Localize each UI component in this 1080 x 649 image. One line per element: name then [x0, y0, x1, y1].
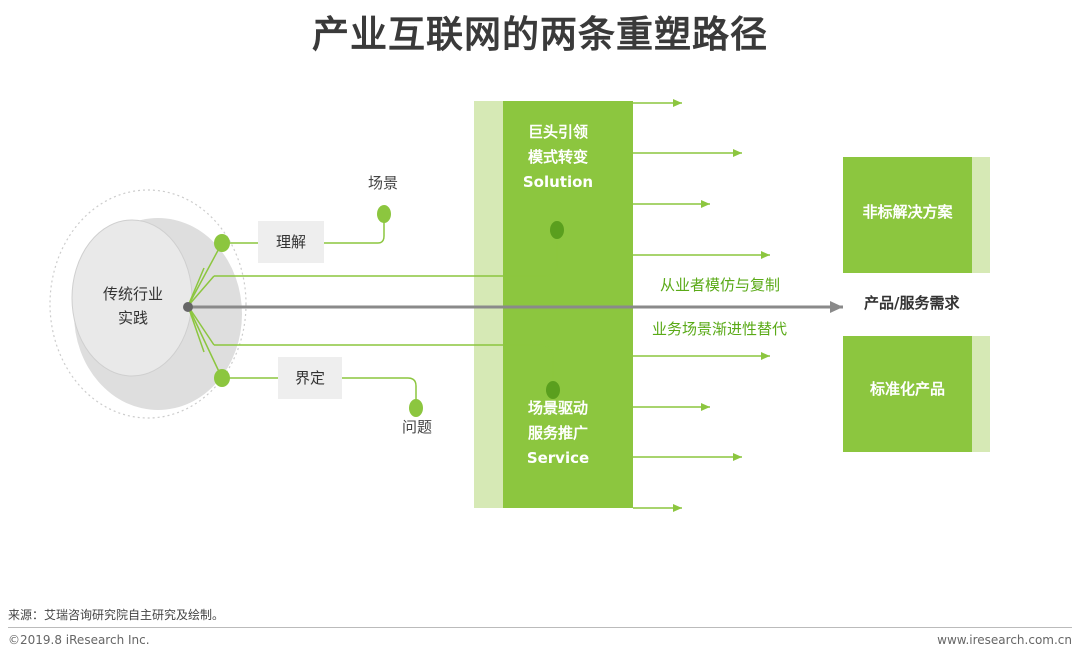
branch-lines — [187, 214, 558, 404]
dot-scene — [377, 205, 391, 223]
bar-top-line1: 巨头引领 — [527, 123, 588, 141]
bar-bottom-line1: 场景驱动 — [527, 399, 588, 417]
core-label: 传统行业 实践 — [88, 282, 178, 330]
label-define: 界定 — [278, 357, 342, 399]
dot-bar-lower — [546, 381, 560, 399]
bar-top-line3: Solution — [522, 173, 594, 191]
center-dot — [183, 302, 193, 312]
label-understand: 理解 — [258, 221, 324, 263]
output-nonstandard: 非标解决方案 — [843, 157, 972, 273]
flow-lower-label: 业务场景渐进性替代 — [652, 320, 788, 338]
source-note: 来源：艾瑞咨询研究院自主研究及绘制。 — [8, 608, 225, 622]
out-top-side — [972, 157, 990, 273]
core-label-line1: 传统行业 — [102, 285, 163, 303]
label-scene: 场景 — [368, 174, 399, 192]
bar-bottom-line2: 服务推广 — [527, 424, 588, 442]
dot-bar-upper — [550, 221, 564, 239]
solution-service-bar — [503, 101, 633, 508]
core-label-line2: 实践 — [117, 309, 148, 327]
core-outer-dotted — [49, 189, 247, 419]
output-arrows — [633, 99, 770, 512]
site-url: www.iresearch.com.cn — [937, 633, 1072, 647]
dot-define — [214, 369, 230, 387]
bar-top-line2: 模式转变 — [527, 148, 588, 166]
demand-label: 产品/服务需求 — [864, 294, 960, 312]
page-title: 产业互联网的两条重塑路径 — [312, 13, 768, 56]
bar-bottom-line3: Service — [526, 449, 590, 467]
bar-bottom-text: 场景驱动 服务推广 Service — [503, 396, 613, 471]
dot-problem — [409, 399, 423, 417]
output-standard: 标准化产品 — [843, 336, 972, 452]
label-problem: 问题 — [402, 418, 433, 436]
bar-top-text: 巨头引领 模式转变 Solution — [503, 120, 613, 195]
bar-shadow — [474, 101, 504, 508]
footer-divider — [8, 627, 1072, 628]
out-bottom-side — [972, 336, 990, 452]
dot-understand — [214, 234, 230, 252]
copyright: ©2019.8 iResearch Inc. — [8, 633, 150, 647]
flow-upper-label: 从业者模仿与复制 — [660, 276, 781, 294]
